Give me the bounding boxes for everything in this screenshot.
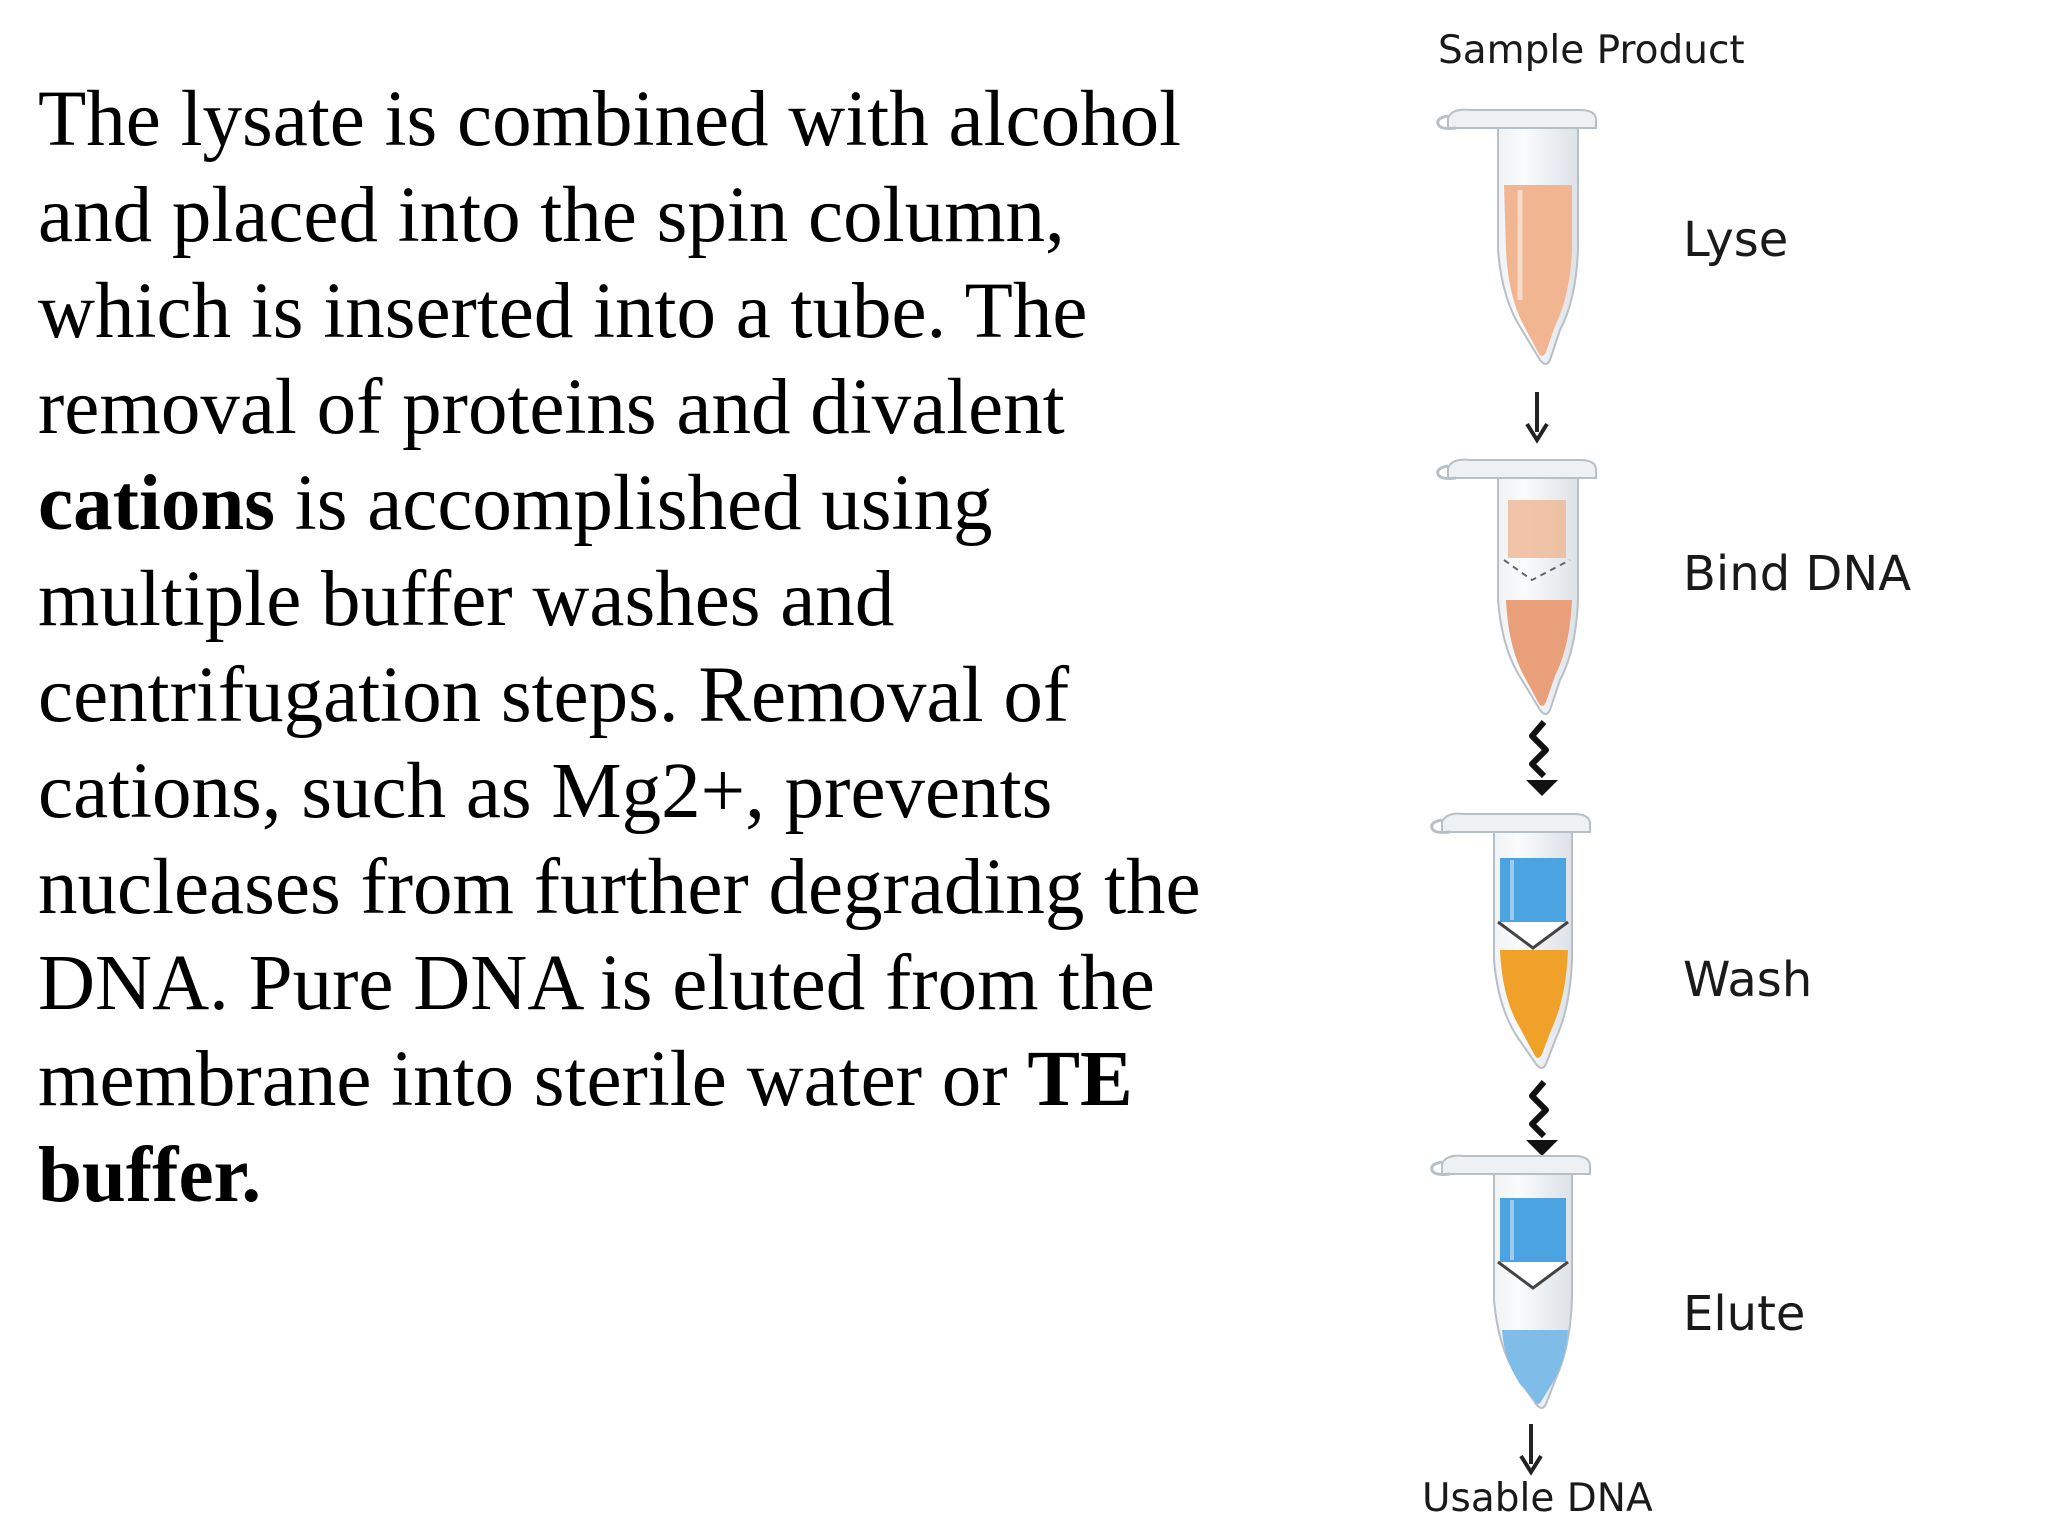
centrifuge-arrow-icon-2 [1526, 1080, 1558, 1156]
step-label-lyse: Lyse [1683, 212, 1788, 268]
bind-dna-tube [1436, 458, 1597, 715]
lyse-tube [1436, 108, 1597, 365]
spin-column-diagram: Sample Product Lyse Bind DNA [1400, 0, 2048, 1536]
elute-tube [1430, 1154, 1591, 1409]
diagram-canvas: Sample Product Lyse Bind DNA [1422, 28, 1911, 1521]
sample-product-label: Sample Product [1438, 28, 1745, 73]
step-label-elute: Elute [1683, 1286, 1805, 1342]
step-label-bind-dna: Bind DNA [1683, 546, 1911, 602]
bind-upper-liquid [1508, 500, 1566, 558]
elute-lower-liquid [1500, 1330, 1568, 1404]
step-label-wash: Wash [1683, 952, 1812, 1008]
lyse-liquid [1504, 185, 1572, 356]
paragraph-bold-te-buffer: TE buffer. [38, 1036, 1133, 1219]
paragraph-text-2: is accomplished using multiple buffer wa… [38, 460, 1201, 1123]
usable-dna-label: Usable DNA [1422, 1476, 1653, 1521]
elute-upper-liquid [1500, 1198, 1566, 1262]
paragraph-text-1: The lysate is combined with alcohol and … [38, 76, 1182, 451]
arrow-down-icon [1525, 392, 1549, 444]
centrifuge-arrow-icon [1526, 720, 1558, 796]
wash-lower-liquid [1498, 950, 1568, 1058]
description-paragraph: The lysate is combined with alcohol and … [38, 72, 1258, 1224]
paragraph-bold-cations: cations [38, 460, 275, 547]
wash-upper-liquid [1500, 858, 1566, 922]
bind-lower-liquid [1506, 600, 1572, 706]
wash-tube [1430, 812, 1591, 1069]
arrow-down-icon-final [1519, 1424, 1543, 1476]
